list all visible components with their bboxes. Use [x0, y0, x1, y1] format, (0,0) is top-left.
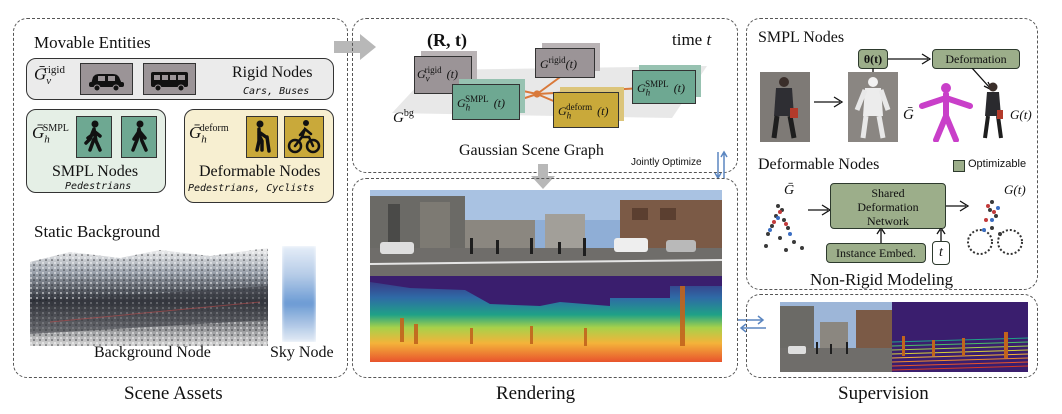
- smpl-nodes-section-title: SMPL Nodes: [758, 29, 845, 46]
- embed-up-arrow: [876, 228, 886, 244]
- g-t-label-deform: G(t): [1004, 182, 1026, 197]
- time-input-box: t: [932, 241, 950, 265]
- smpl-node-right: GhSMPL(t): [632, 70, 696, 104]
- rigid-nodes-symbol: Ḡvrigid: [34, 64, 65, 88]
- supervision-depth-image: [892, 302, 1028, 372]
- deformable-nodes-symbol: Ḡhdeform: [189, 123, 229, 146]
- deformable-node: Ghdeform(t): [553, 92, 619, 128]
- optimizable-legend-label: Optimizable: [968, 158, 1027, 170]
- deform-input-arrow: [808, 204, 832, 216]
- g-t-label-smpl: G(t): [1010, 107, 1032, 122]
- scene-assets-panel: [13, 18, 348, 378]
- instance-embedding-box: Instance Embed.: [826, 243, 926, 263]
- optimizable-legend-swatch: [953, 160, 965, 172]
- static-background-title: Static Background: [34, 222, 161, 241]
- smpl-nodes-sublabel: Pedestrians: [65, 181, 132, 192]
- scene-graph-title: Gaussian Scene Graph: [459, 142, 604, 159]
- pedestrian-icon-tile-1: [76, 116, 112, 158]
- rendered-depth-image: [370, 276, 722, 362]
- g-bar-label-deform: Ḡ: [784, 183, 795, 198]
- jointly-optimize-label: Jointly Optimize: [631, 157, 702, 168]
- deformable-posed-pointcloud: [962, 194, 1026, 260]
- rigid-node-top: Grigid(t): [535, 48, 595, 78]
- deformable-nodes-sublabel: Pedestrians, Cyclists: [188, 183, 315, 194]
- deform-output-arrow: [946, 200, 970, 212]
- arrow-to-rendering: [531, 164, 555, 189]
- smpl-input-person-photo: [760, 72, 810, 142]
- background-node-label: Background Node: [94, 344, 211, 361]
- smpl-node-left: GhSMPL(t): [452, 84, 520, 120]
- smpl-posed-gaussians: [978, 80, 1008, 142]
- car-icon-tile: [80, 63, 133, 95]
- deformable-canonical-pointcloud: [758, 198, 818, 258]
- g-bar-label-smpl: Ḡ: [903, 107, 914, 123]
- theta-param-box: θ(t): [858, 49, 888, 69]
- pose-label: (R, t): [427, 30, 467, 50]
- smpl-canonical-gaussians: [916, 80, 976, 142]
- supervision-rgb-image: [780, 302, 892, 372]
- time-label: time t: [672, 30, 712, 49]
- scene-assets-section-label: Scene Assets: [124, 383, 223, 404]
- deformable-nodes-section-title: Deformable Nodes: [758, 156, 880, 173]
- walking-person-icon: [131, 120, 148, 152]
- smpl-mesh-overlay-photo: [848, 72, 898, 142]
- smpl-nodes-label: SMPL Nodes: [52, 163, 139, 180]
- elder-with-cane-icon: [255, 120, 271, 153]
- background-graph-label: Gbg: [393, 108, 414, 126]
- sky-node-label: Sky Node: [270, 344, 334, 361]
- movable-entities-title: Movable Entities: [34, 33, 151, 52]
- supervision-section-label: Supervision: [838, 383, 929, 404]
- deformation-box: Deformation: [932, 49, 1020, 69]
- rendering-section-label: Rendering: [496, 383, 576, 404]
- sky-node-image: [282, 246, 316, 342]
- rigid-nodes-sublabel: Cars, Buses: [243, 86, 310, 97]
- smpl-nodes-symbol: ḠhSMPL: [32, 123, 69, 146]
- rendering-panel: [352, 178, 738, 378]
- supervision-panel: [746, 294, 1038, 378]
- cyclist-icon: [287, 120, 321, 154]
- bus-icon-tile: [143, 63, 196, 95]
- non-rigid-panel: [746, 18, 1038, 290]
- car-icon: [89, 74, 124, 92]
- cyclist-icon-tile: [284, 116, 324, 158]
- pedestrian-icon-tile-2: [121, 116, 157, 158]
- arrow-to-scene-graph: [334, 34, 376, 60]
- jointly-optimize-arrows-icon: [714, 150, 728, 180]
- deformable-nodes-label: Deformable Nodes: [199, 163, 321, 180]
- smpl-arrow-1: [814, 96, 844, 108]
- theta-to-deformation-arrow: [888, 53, 932, 65]
- bus-icon: [151, 72, 188, 92]
- rendered-rgb-image: [370, 190, 722, 276]
- rigid-nodes-label: Rigid Nodes: [232, 64, 313, 81]
- shared-deformation-network-box: Shared Deformation Network: [830, 183, 946, 229]
- non-rigid-modeling-footer: Non-Rigid Modeling: [810, 270, 954, 289]
- background-node-pointcloud: [30, 242, 268, 346]
- elder-icon-tile: [246, 116, 278, 158]
- walking-person-icon: [84, 120, 102, 152]
